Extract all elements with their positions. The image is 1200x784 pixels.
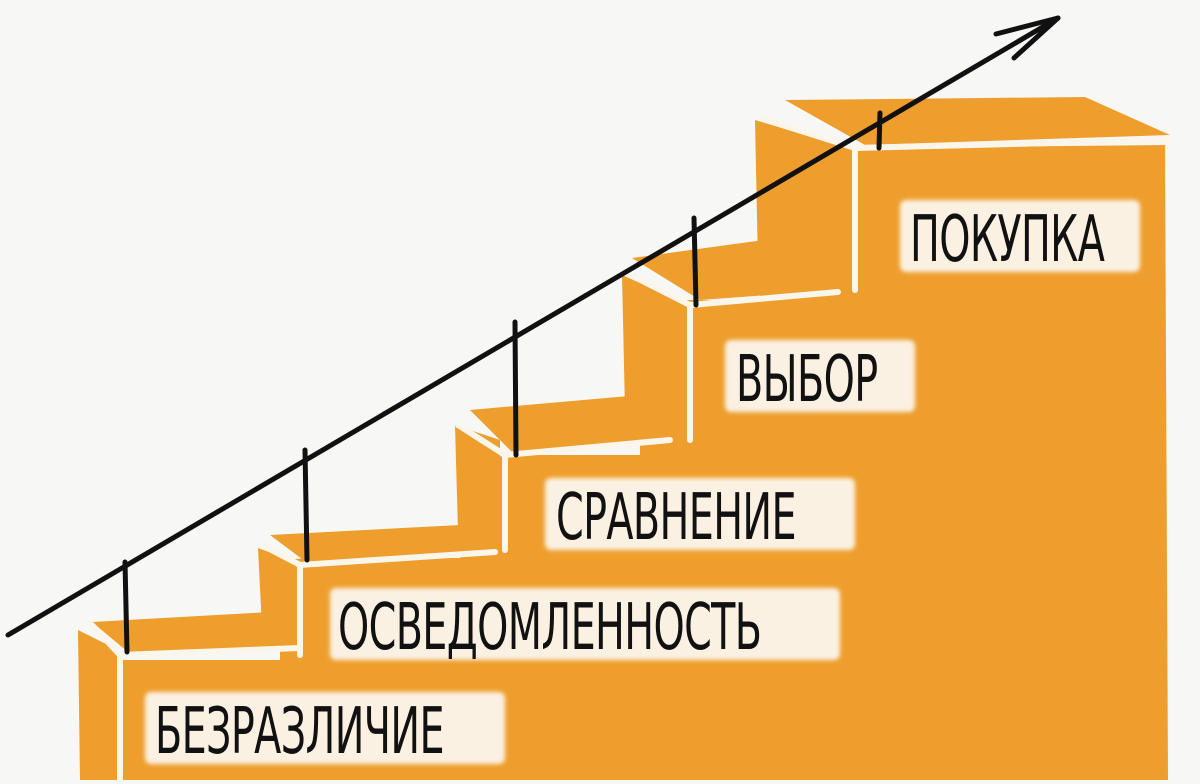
step-label-indifference: БЕЗРАЗЛИЧИЕ (155, 695, 445, 769)
label-highlight (145, 692, 505, 764)
step-label-awareness: ОСВЕДОМЛЕННОСТЬ (338, 591, 762, 665)
step-label-comparison: СРАВНЕНИЕ (556, 481, 797, 555)
label-highlight (725, 340, 915, 412)
step-edges (89, 115, 1173, 783)
step-label-purchase: ПОКУПКА (910, 203, 1105, 277)
label-highlight (545, 478, 855, 550)
label-highlight (900, 200, 1140, 272)
label-highlight (330, 588, 840, 660)
growth-arrow-icon (5, 15, 1061, 638)
step-label-choice: ВЫБОР (736, 343, 878, 417)
